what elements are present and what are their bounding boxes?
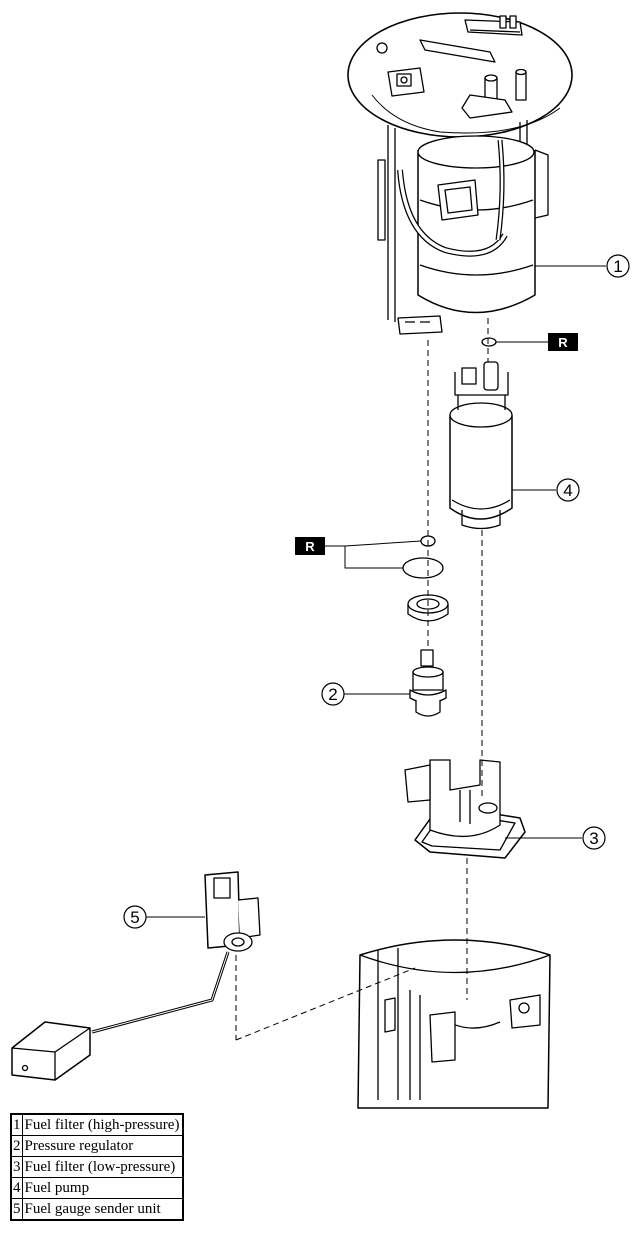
assembly-guide-lines <box>235 318 489 1041</box>
o-ring-large <box>402 557 444 579</box>
replace-badge-letter: R <box>558 335 568 350</box>
callout-4: 4 <box>512 478 580 502</box>
o-ring-pump-top <box>481 337 497 347</box>
legend-number: 1 <box>10 1113 23 1136</box>
callout-number: 5 <box>130 908 139 927</box>
legend-row: 1 Fuel filter (high-pressure) <box>10 1113 184 1136</box>
callout-1: 1 <box>535 254 630 278</box>
legend-label: Fuel filter (low-pressure) <box>21 1156 184 1178</box>
callout-number: 1 <box>613 257 622 276</box>
legend-number: 4 <box>10 1177 23 1199</box>
legend-number: 2 <box>10 1135 23 1157</box>
legend-number: 5 <box>10 1198 23 1221</box>
legend-label: Fuel filter (high-pressure) <box>21 1113 184 1136</box>
pressure-regulator <box>409 649 447 717</box>
replace-badge-middle: R <box>295 537 422 569</box>
callout-5: 5 <box>123 905 205 929</box>
fuel-pump <box>449 361 513 530</box>
legend-row: 2 Pressure regulator <box>10 1135 184 1157</box>
replace-badge-letter: R <box>305 539 315 554</box>
callout-2: 2 <box>321 682 410 706</box>
legend-row: 3 Fuel filter (low-pressure) <box>10 1156 184 1178</box>
callout-3: 3 <box>505 826 606 850</box>
parts-legend-table: 1 Fuel filter (high-pressure) 2 Pressure… <box>10 1113 185 1221</box>
fuel-filter-high-pressure-assembly <box>347 12 573 335</box>
replace-badge-top: R <box>496 333 578 351</box>
legend-row: 4 Fuel pump <box>10 1177 184 1199</box>
callout-number: 3 <box>589 829 598 848</box>
regulator-retainer <box>407 594 449 622</box>
legend-row: 5 Fuel gauge sender unit <box>10 1198 184 1221</box>
fuel-reservoir <box>357 939 551 1109</box>
legend-label: Fuel pump <box>21 1177 184 1199</box>
legend-number: 3 <box>10 1156 23 1178</box>
fuel-gauge-sender-unit <box>11 871 261 1081</box>
callout-number: 4 <box>563 481 572 500</box>
exploded-parts-diagram: R R 1 4 2 3 5 <box>11 12 630 1109</box>
fuel-filter-low-pressure <box>404 759 526 859</box>
legend-label: Pressure regulator <box>21 1135 184 1157</box>
callout-number: 2 <box>328 685 337 704</box>
legend-label: Fuel gauge sender unit <box>21 1198 184 1221</box>
